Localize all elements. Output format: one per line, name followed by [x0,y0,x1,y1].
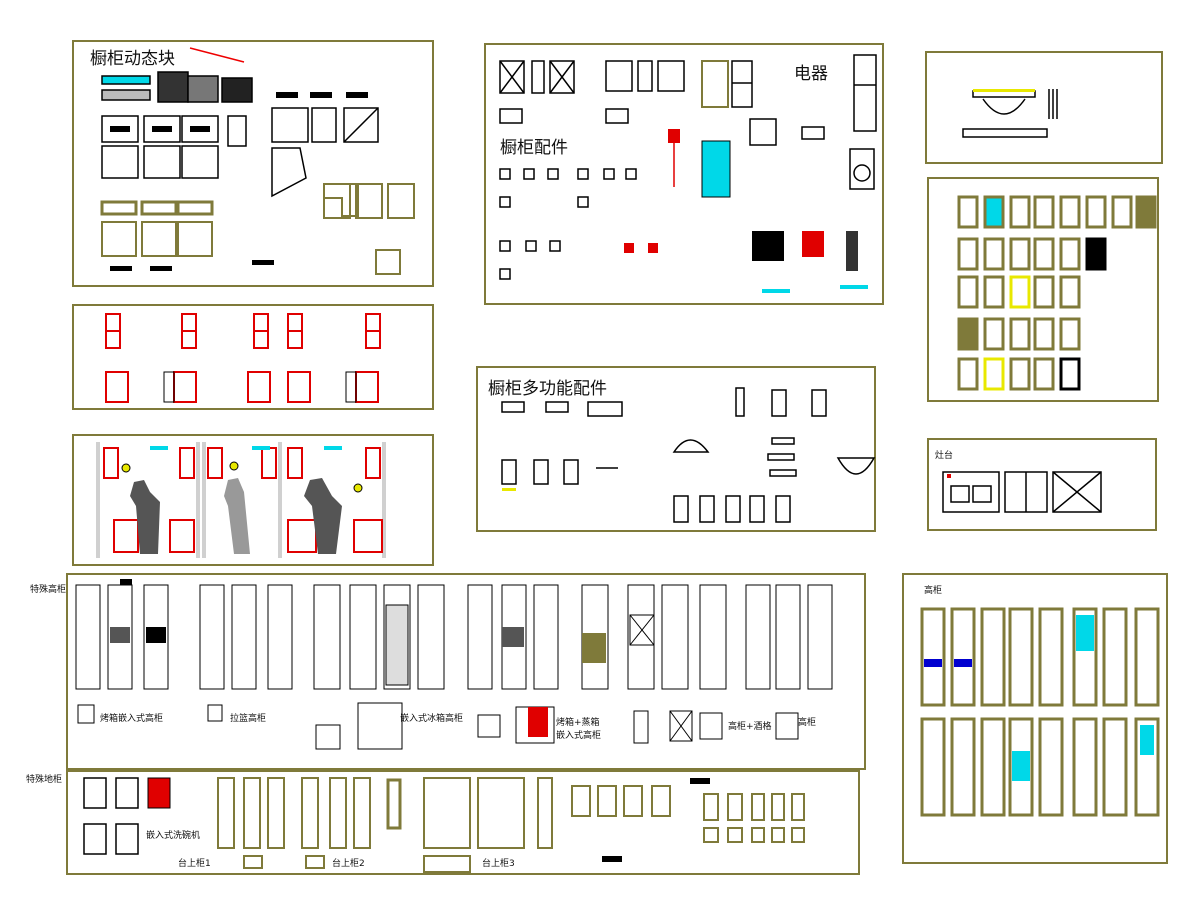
special-base-title: 特殊地柜 [26,775,63,785]
panel-decor [925,51,1163,164]
door-styles-drawings[interactable] [929,179,1161,404]
special-tall-label-4: 烤箱+蒸箱 嵌入式高柜 [556,718,602,741]
panel-special-base: 嵌入式洗碗机 台上柜1 台上柜2 台上柜3 [66,770,860,875]
panel-dynamic-blocks: 橱柜动态块 [72,40,434,287]
special-base-label-2: 台上柜1 [178,859,211,869]
accessories-drawings[interactable] [486,45,886,307]
cabinet-sections-drawings[interactable] [74,306,436,412]
special-tall-label-3: 嵌入式冰箱高柜 [400,714,464,724]
panel-multi-function: 橱柜多功能配件 [476,366,876,532]
special-tall-drawings[interactable] [68,575,868,772]
special-tall-label-1: 烤箱嵌入式高柜 [100,714,164,724]
panel-door-styles [927,177,1159,402]
multi-function-drawings[interactable] [478,368,878,534]
special-base-label-1: 嵌入式洗碗机 [146,831,201,841]
special-base-label-4: 台上柜3 [482,859,515,869]
tall-cabinet-right-drawings[interactable] [904,575,1170,866]
panel-title: 橱柜配件 [500,138,568,158]
panel-special-tall: 烤箱嵌入式高柜 拉篮高柜 嵌入式冰箱高柜 烤箱+蒸箱 嵌入式高柜 高柜+酒格 高… [66,573,866,770]
panel-accessories: 橱柜配件 电器 [484,43,884,305]
panel-title: 高柜 [924,586,943,596]
special-tall-title: 特殊高柜 [30,585,67,595]
panel-tall-cabinet-right: 高柜 [902,573,1168,864]
appliances-label: 电器 [794,64,828,84]
special-base-drawings[interactable] [68,772,862,877]
decor-drawings[interactable] [927,53,1165,166]
panel-kitchen-elevations [72,434,434,566]
special-tall-label-5: 高柜+酒格 [728,722,772,732]
panel-title: 灶台 [935,451,954,461]
panel-title: 橱柜多功能配件 [488,379,607,399]
panel-title: 橱柜动态块 [90,49,175,69]
countertop-drawings[interactable] [929,440,1159,533]
special-tall-label-6: 高柜 [798,718,817,728]
special-tall-label-2: 拉篮高柜 [230,714,267,724]
panel-cabinet-sections [72,304,434,410]
kitchen-elevation-drawings[interactable] [74,436,436,568]
panel-countertop: 灶台 [927,438,1157,531]
special-base-label-3: 台上柜2 [332,859,365,869]
dynamic-blocks-drawings[interactable] [74,42,436,289]
